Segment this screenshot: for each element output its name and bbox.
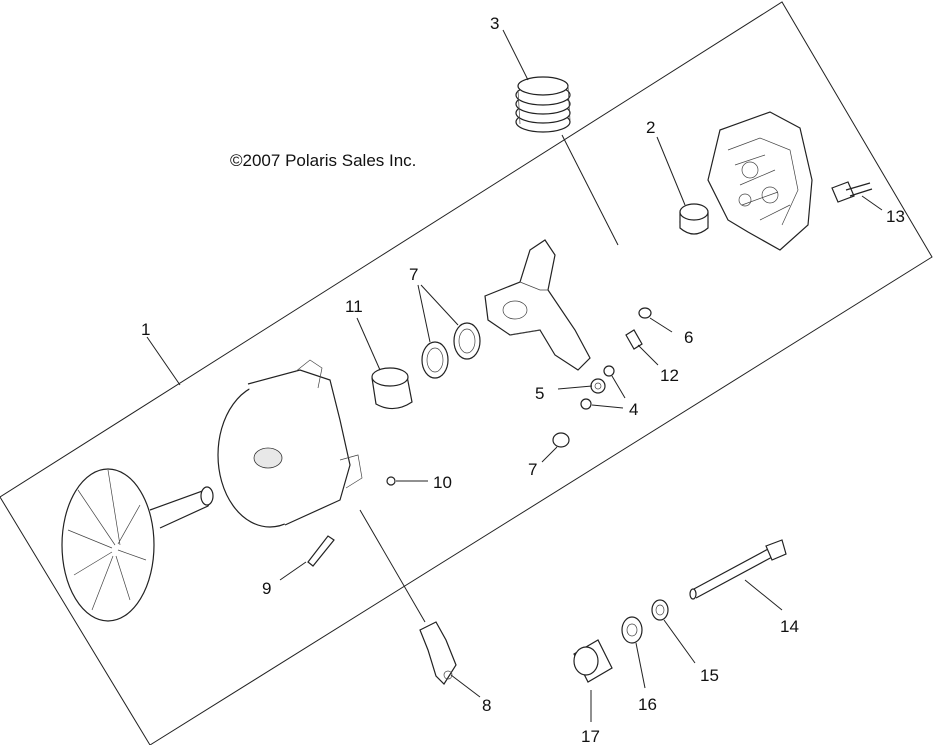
roller-5-part	[590, 378, 606, 394]
spacer-17-part	[573, 639, 613, 683]
callout-7: 7	[409, 265, 418, 284]
pin-12-part	[625, 329, 643, 350]
fixed-sheave-part	[61, 468, 214, 622]
callout-3: 3	[490, 14, 499, 33]
callout-12: 12	[660, 366, 679, 385]
callout-8: 8	[482, 696, 491, 715]
callout-10: 10	[433, 473, 452, 492]
spring-part	[515, 76, 571, 133]
copyright-text: ©2007 Polaris Sales Inc.	[230, 151, 416, 170]
callout-14: 14	[780, 617, 799, 636]
cover-part	[707, 111, 813, 251]
washer-7a-part	[421, 341, 449, 379]
washer-4b-part	[580, 398, 592, 410]
callout-2: 2	[646, 118, 655, 137]
washer-16-part	[621, 616, 643, 644]
callout-9: 9	[262, 579, 271, 598]
bushing-11-part	[371, 367, 413, 410]
pin-9-part	[307, 535, 335, 567]
callout-4: 4	[629, 400, 638, 419]
cap-6b-part	[552, 432, 570, 448]
callout-15: 15	[700, 666, 719, 685]
callout-16: 16	[638, 695, 657, 714]
cap-6a-part	[638, 307, 652, 319]
washer-15-part	[651, 599, 669, 621]
callout-13: 13	[886, 207, 905, 226]
callout-1: 1	[141, 320, 150, 339]
weight-8-part	[419, 621, 457, 685]
callout-6b: 7	[528, 460, 537, 479]
washer-7b-part	[453, 322, 481, 360]
washer-4a-part	[603, 365, 615, 377]
movable-sheave-part	[217, 359, 363, 528]
callout-17: 17	[581, 727, 600, 745]
bushing-2-part	[679, 203, 709, 235]
callout-5: 5	[535, 384, 544, 403]
nut-10-part	[386, 476, 396, 486]
bolt-13-part	[831, 181, 873, 203]
spider-part	[484, 239, 591, 371]
long-bolt-14-part	[689, 539, 787, 600]
callout-6a: 6	[684, 328, 693, 347]
callout-11: 11	[345, 297, 363, 316]
